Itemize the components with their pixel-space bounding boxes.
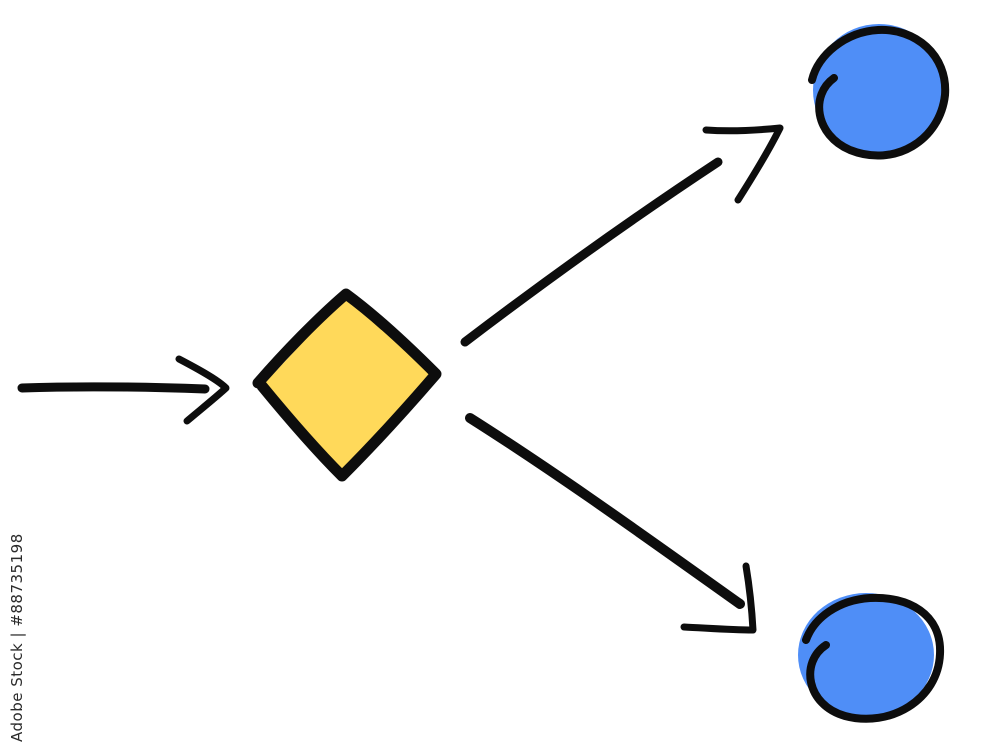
input-arrow-head [175,355,230,425]
branch-arrow-top [460,124,784,347]
terminal-bottom-fill [798,593,934,717]
branch-arrow-top-shaft [460,157,723,347]
branch-arrow-bottom-head [680,562,757,634]
decision-node [252,288,442,482]
input-arrow [17,355,230,425]
terminal-top-outline [808,25,950,160]
terminal-node-bottom [798,593,945,723]
decision-diamond-fill [263,297,432,474]
decision-diamond-outline [252,288,442,482]
terminal-node-top [808,24,950,160]
terminal-bottom-outline [802,593,945,723]
branch-arrow-bottom-shaft [465,413,745,609]
branch-arrow-top-head [702,124,784,204]
input-arrow-shaft [17,382,210,394]
branch-arrow-bottom [465,413,757,634]
terminal-top-fill [813,24,945,156]
stock-id-text: Adobe Stock | #88735198 [8,533,26,742]
